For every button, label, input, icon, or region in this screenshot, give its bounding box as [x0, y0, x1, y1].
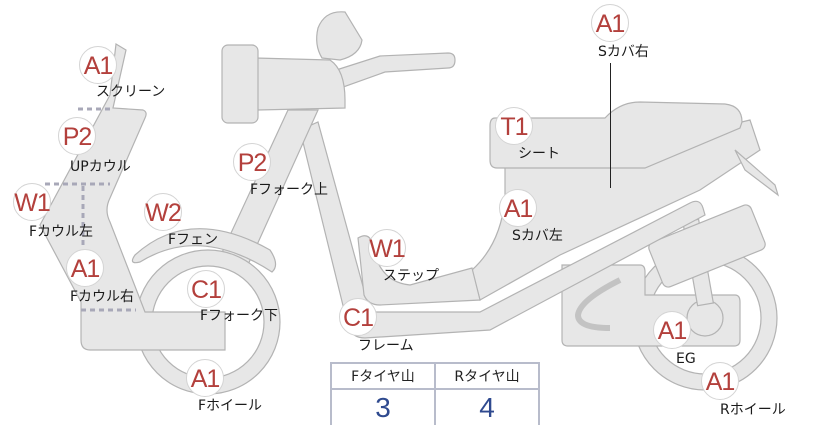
label-screen: スクリーン	[96, 84, 166, 100]
label-f-wheel: Fホイール	[198, 398, 263, 414]
handlebar-shape	[329, 52, 456, 91]
label-step: ステップ	[383, 268, 439, 284]
leader-line	[610, 63, 611, 188]
front-tire-value: 3	[330, 388, 436, 425]
label-f-cowl-left: Fカウル左	[29, 224, 94, 240]
grade-badge-f-fork-upper: P2	[233, 143, 271, 181]
grade-badge-step: W1	[368, 229, 406, 267]
grade-badge-f-wheel: A1	[186, 359, 224, 397]
grade-badge-engine: A1	[653, 311, 691, 349]
label-frame: フレーム	[358, 338, 414, 354]
label-side-cover-left: Sカバ左	[512, 228, 563, 244]
front-fender-shape	[131, 228, 277, 273]
mirror-shape	[316, 11, 363, 61]
label-f-fender: Fフェン	[168, 232, 219, 248]
tire-tread-table: Fタイヤ山 Rタイヤ山 3 4	[330, 362, 540, 425]
grade-badge-f-cowl-right: A1	[66, 249, 104, 287]
grade-badge-r-wheel: A1	[701, 362, 739, 400]
cowl-section-dividers	[45, 107, 136, 312]
front-tire-header: Fタイヤ山	[330, 362, 436, 390]
rear-tire-value: 4	[434, 388, 540, 425]
grade-badge-f-fender: W2	[144, 193, 182, 231]
label-engine: EG	[676, 351, 696, 367]
grade-badge-side-cover-right: A1	[591, 4, 629, 42]
label-side-cover-right: Sカバ右	[598, 44, 649, 60]
grade-badge-seat: T1	[495, 107, 533, 145]
label-f-cowl-right: Fカウル右	[70, 289, 135, 305]
grade-badge-f-fork-lower: C1	[187, 270, 225, 308]
grade-badge-up-cowl: P2	[58, 117, 96, 155]
rear-tire-header: Rタイヤ山	[434, 362, 540, 390]
headlight-shape	[254, 57, 346, 111]
label-seat: シート	[518, 146, 560, 162]
airbox-shape	[648, 204, 766, 288]
seat-shape	[489, 101, 743, 169]
label-r-wheel: Rホイール	[720, 402, 786, 418]
label-f-fork-upper: Fフォーク上	[250, 182, 329, 198]
grade-badge-screen: A1	[79, 46, 117, 84]
grade-badge-frame: C1	[339, 298, 377, 336]
grade-badge-f-cowl-left: W1	[13, 183, 51, 221]
label-f-fork-lower: Fフォーク下	[200, 308, 279, 324]
grade-badge-side-cover-left: A1	[499, 189, 537, 227]
label-up-cowl: UPカウル	[70, 159, 131, 175]
